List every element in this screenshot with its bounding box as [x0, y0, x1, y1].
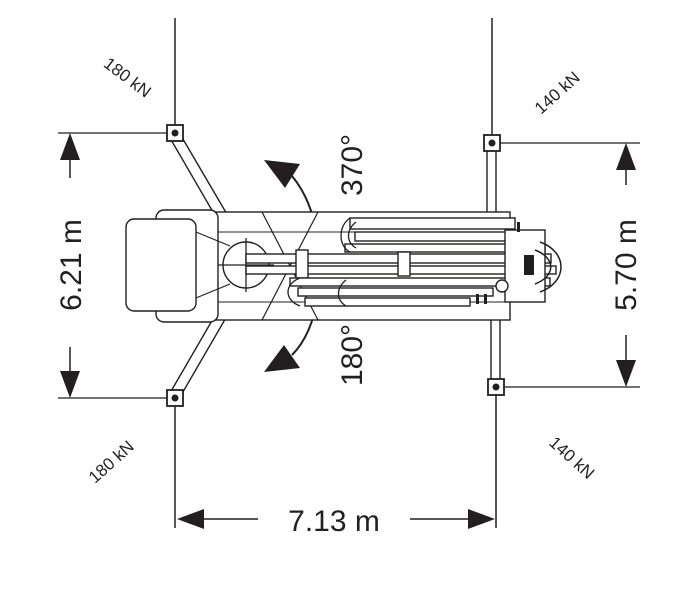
right-width-label: 5.70 m [610, 219, 643, 311]
arrowhead-down [616, 360, 636, 387]
right-width-dimension: 5.70 m [497, 142, 643, 388]
boom-center [245, 249, 557, 279]
outrigger-beam-front-right [486, 144, 497, 216]
outrigger-pad-rear-left [166, 389, 184, 407]
outrigger-pads [166, 124, 505, 407]
outrigger-pad-rear-right [487, 378, 505, 396]
arrowhead-down [60, 371, 80, 398]
arrowhead-up [60, 133, 80, 160]
head-bolt-2 [484, 294, 487, 304]
head-sheave [495, 279, 509, 293]
load-label-front-right: 140 kN [531, 68, 584, 118]
head-bolt-1 [476, 294, 479, 304]
cab-window [125, 218, 197, 312]
outrigger-pad-front-left [166, 124, 184, 142]
load-label-front-left: 180 kN [100, 54, 154, 102]
arrowhead-right [468, 509, 495, 529]
slew-angle-upper-label: 370° [336, 134, 369, 196]
slew-arrowhead-upper [264, 160, 300, 188]
slew-angle-lower-label: 180° [336, 324, 369, 386]
outrigger-pad-front-right [483, 134, 501, 152]
length-label: 7.13 m [288, 505, 380, 538]
outrigger-beam-rear-right [490, 317, 501, 389]
boom-lower [287, 277, 551, 307]
left-width-label: 6.21 m [55, 219, 88, 311]
head-bolt-3 [517, 222, 520, 232]
arrowhead-left [177, 509, 204, 529]
hook-block [524, 255, 534, 275]
slewing-range: 370° 180° [264, 134, 369, 386]
driver-cab [125, 209, 231, 323]
arrowhead-up [616, 143, 636, 170]
machine-top-view [125, 133, 562, 398]
slew-arrowhead-lower [264, 345, 300, 372]
outrigger-support-lines [174, 18, 497, 528]
load-label-rear-right: 140 kN [545, 433, 598, 483]
left-width-dimension: 6.21 m [55, 132, 172, 399]
length-dimension: 7.13 m [177, 505, 495, 538]
load-label-rear-left: 180 kN [85, 437, 138, 487]
boom-head [476, 222, 562, 304]
